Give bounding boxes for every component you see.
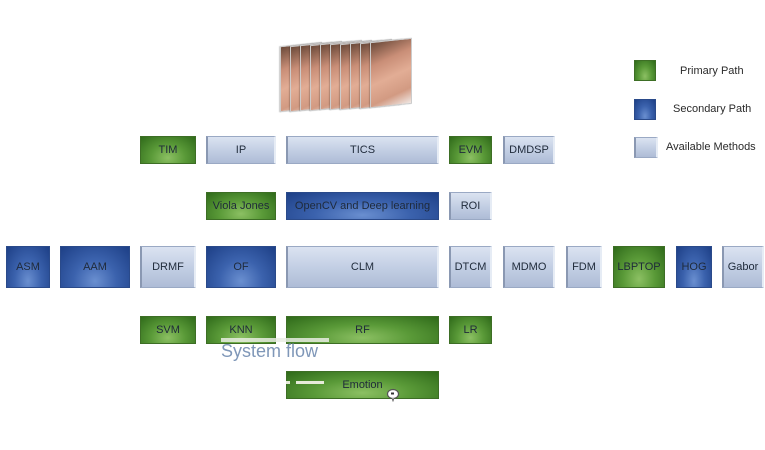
box-rf: RF	[286, 316, 439, 344]
box-evm: EVM	[449, 136, 492, 164]
box-fdm: FDM	[566, 246, 602, 288]
legend-swatch-secondary	[634, 99, 656, 120]
box-asm: ASM	[6, 246, 50, 288]
box-svm: SVM	[140, 316, 196, 344]
box-dtcm: DTCM	[449, 246, 492, 288]
box-opencv-deep-learning: OpenCV and Deep learning	[286, 192, 439, 220]
legend-swatch-primary	[634, 60, 656, 81]
box-aam: AAM	[60, 246, 130, 288]
box-gabor: Gabor	[722, 246, 764, 288]
box-mdmo: MDMO	[503, 246, 555, 288]
box-hog: HOG	[676, 246, 712, 288]
box-tim: TIM	[140, 136, 196, 164]
box-lbptop: LBPTOP	[613, 246, 665, 288]
legend-label-primary: Primary Path	[680, 65, 744, 77]
box-dmdsp: DMDSP	[503, 136, 555, 164]
box-tics: TICS	[286, 136, 439, 164]
legend-label-available: Available Methods	[666, 141, 756, 153]
dash-mark	[286, 381, 290, 384]
box-drmf: DRMF	[140, 246, 196, 288]
box-emotion: Emotion	[286, 371, 439, 399]
box-viola-jones: Viola Jones	[206, 192, 276, 220]
dash-mark	[296, 381, 324, 384]
diagram-caption: System flow	[221, 341, 319, 361]
box-lr: LR	[449, 316, 492, 344]
legend-label-secondary: Secondary Path	[673, 103, 752, 115]
pointer-cursor-icon	[386, 388, 400, 402]
face-image-stack	[280, 38, 420, 113]
box-of: OF	[206, 246, 276, 288]
caption-highlight	[221, 338, 329, 342]
box-ip: IP	[206, 136, 276, 164]
box-clm: CLM	[286, 246, 439, 288]
legend-swatch-available	[634, 137, 658, 158]
face-frame	[370, 38, 412, 109]
box-roi: ROI	[449, 192, 492, 220]
